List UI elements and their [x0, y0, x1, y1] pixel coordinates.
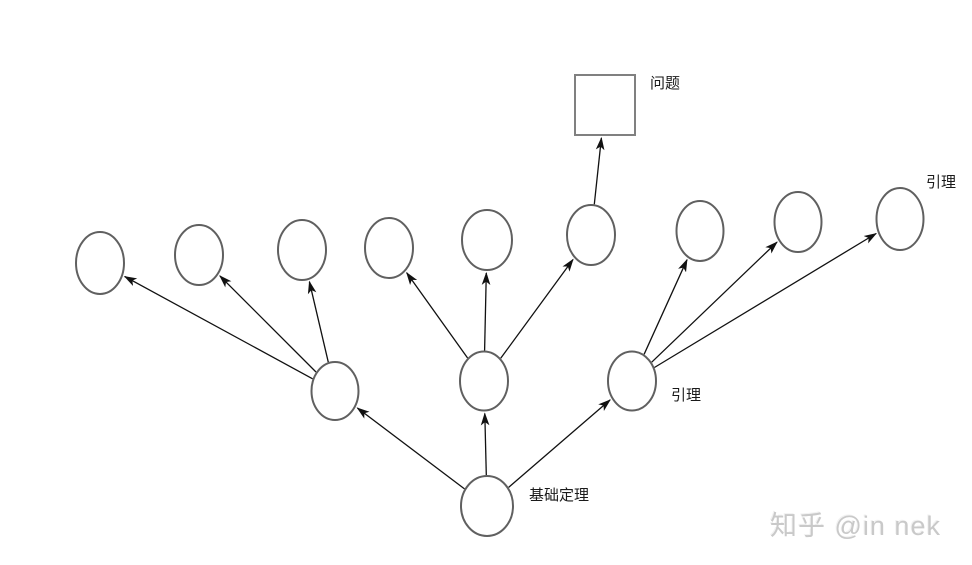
edge-base-to-rmid — [508, 399, 611, 488]
edge-lmid-to-n2 — [219, 275, 317, 373]
lemma-node-6 — [566, 204, 616, 266]
edge-n6-to-problem — [593, 136, 605, 205]
base-theorem-node — [460, 475, 514, 537]
intermediate-lemma-node-center — [459, 350, 509, 412]
intermediate-lemma-node-right — [607, 350, 657, 412]
edge-cmid-to-n5 — [481, 271, 491, 351]
edge-rmid-to-n9 — [654, 232, 878, 369]
lemma-label-top-right: 引理 — [926, 174, 956, 191]
lemma-node-1 — [75, 231, 125, 295]
watermark: 知乎 @in nek — [770, 511, 941, 541]
edge-lmid-to-n1 — [123, 275, 313, 380]
problem-node — [574, 74, 636, 136]
edge-rmid-to-n7 — [643, 258, 688, 355]
lemma-node-3 — [277, 219, 327, 281]
lemma-node-8 — [773, 191, 823, 253]
problem-label: 问题 — [650, 75, 680, 92]
edge-base-to-lmid — [356, 407, 465, 490]
edge-cmid-to-n4 — [406, 271, 469, 359]
lemma-label-middle: 引理 — [671, 387, 701, 404]
lemma-node-9 — [875, 187, 925, 251]
lemma-node-4 — [364, 217, 414, 279]
edge-lmid-to-n3 — [307, 280, 329, 363]
lemma-node-2 — [174, 224, 224, 286]
edge-rmid-to-n8 — [651, 241, 778, 363]
lemma-node-7 — [675, 200, 725, 262]
base-theorem-label: 基础定理 — [529, 487, 589, 504]
edge-base-to-cmid — [480, 412, 490, 476]
lemma-node-5 — [461, 209, 513, 271]
intermediate-lemma-node-left — [310, 361, 360, 421]
edge-cmid-to-n6 — [500, 258, 574, 359]
